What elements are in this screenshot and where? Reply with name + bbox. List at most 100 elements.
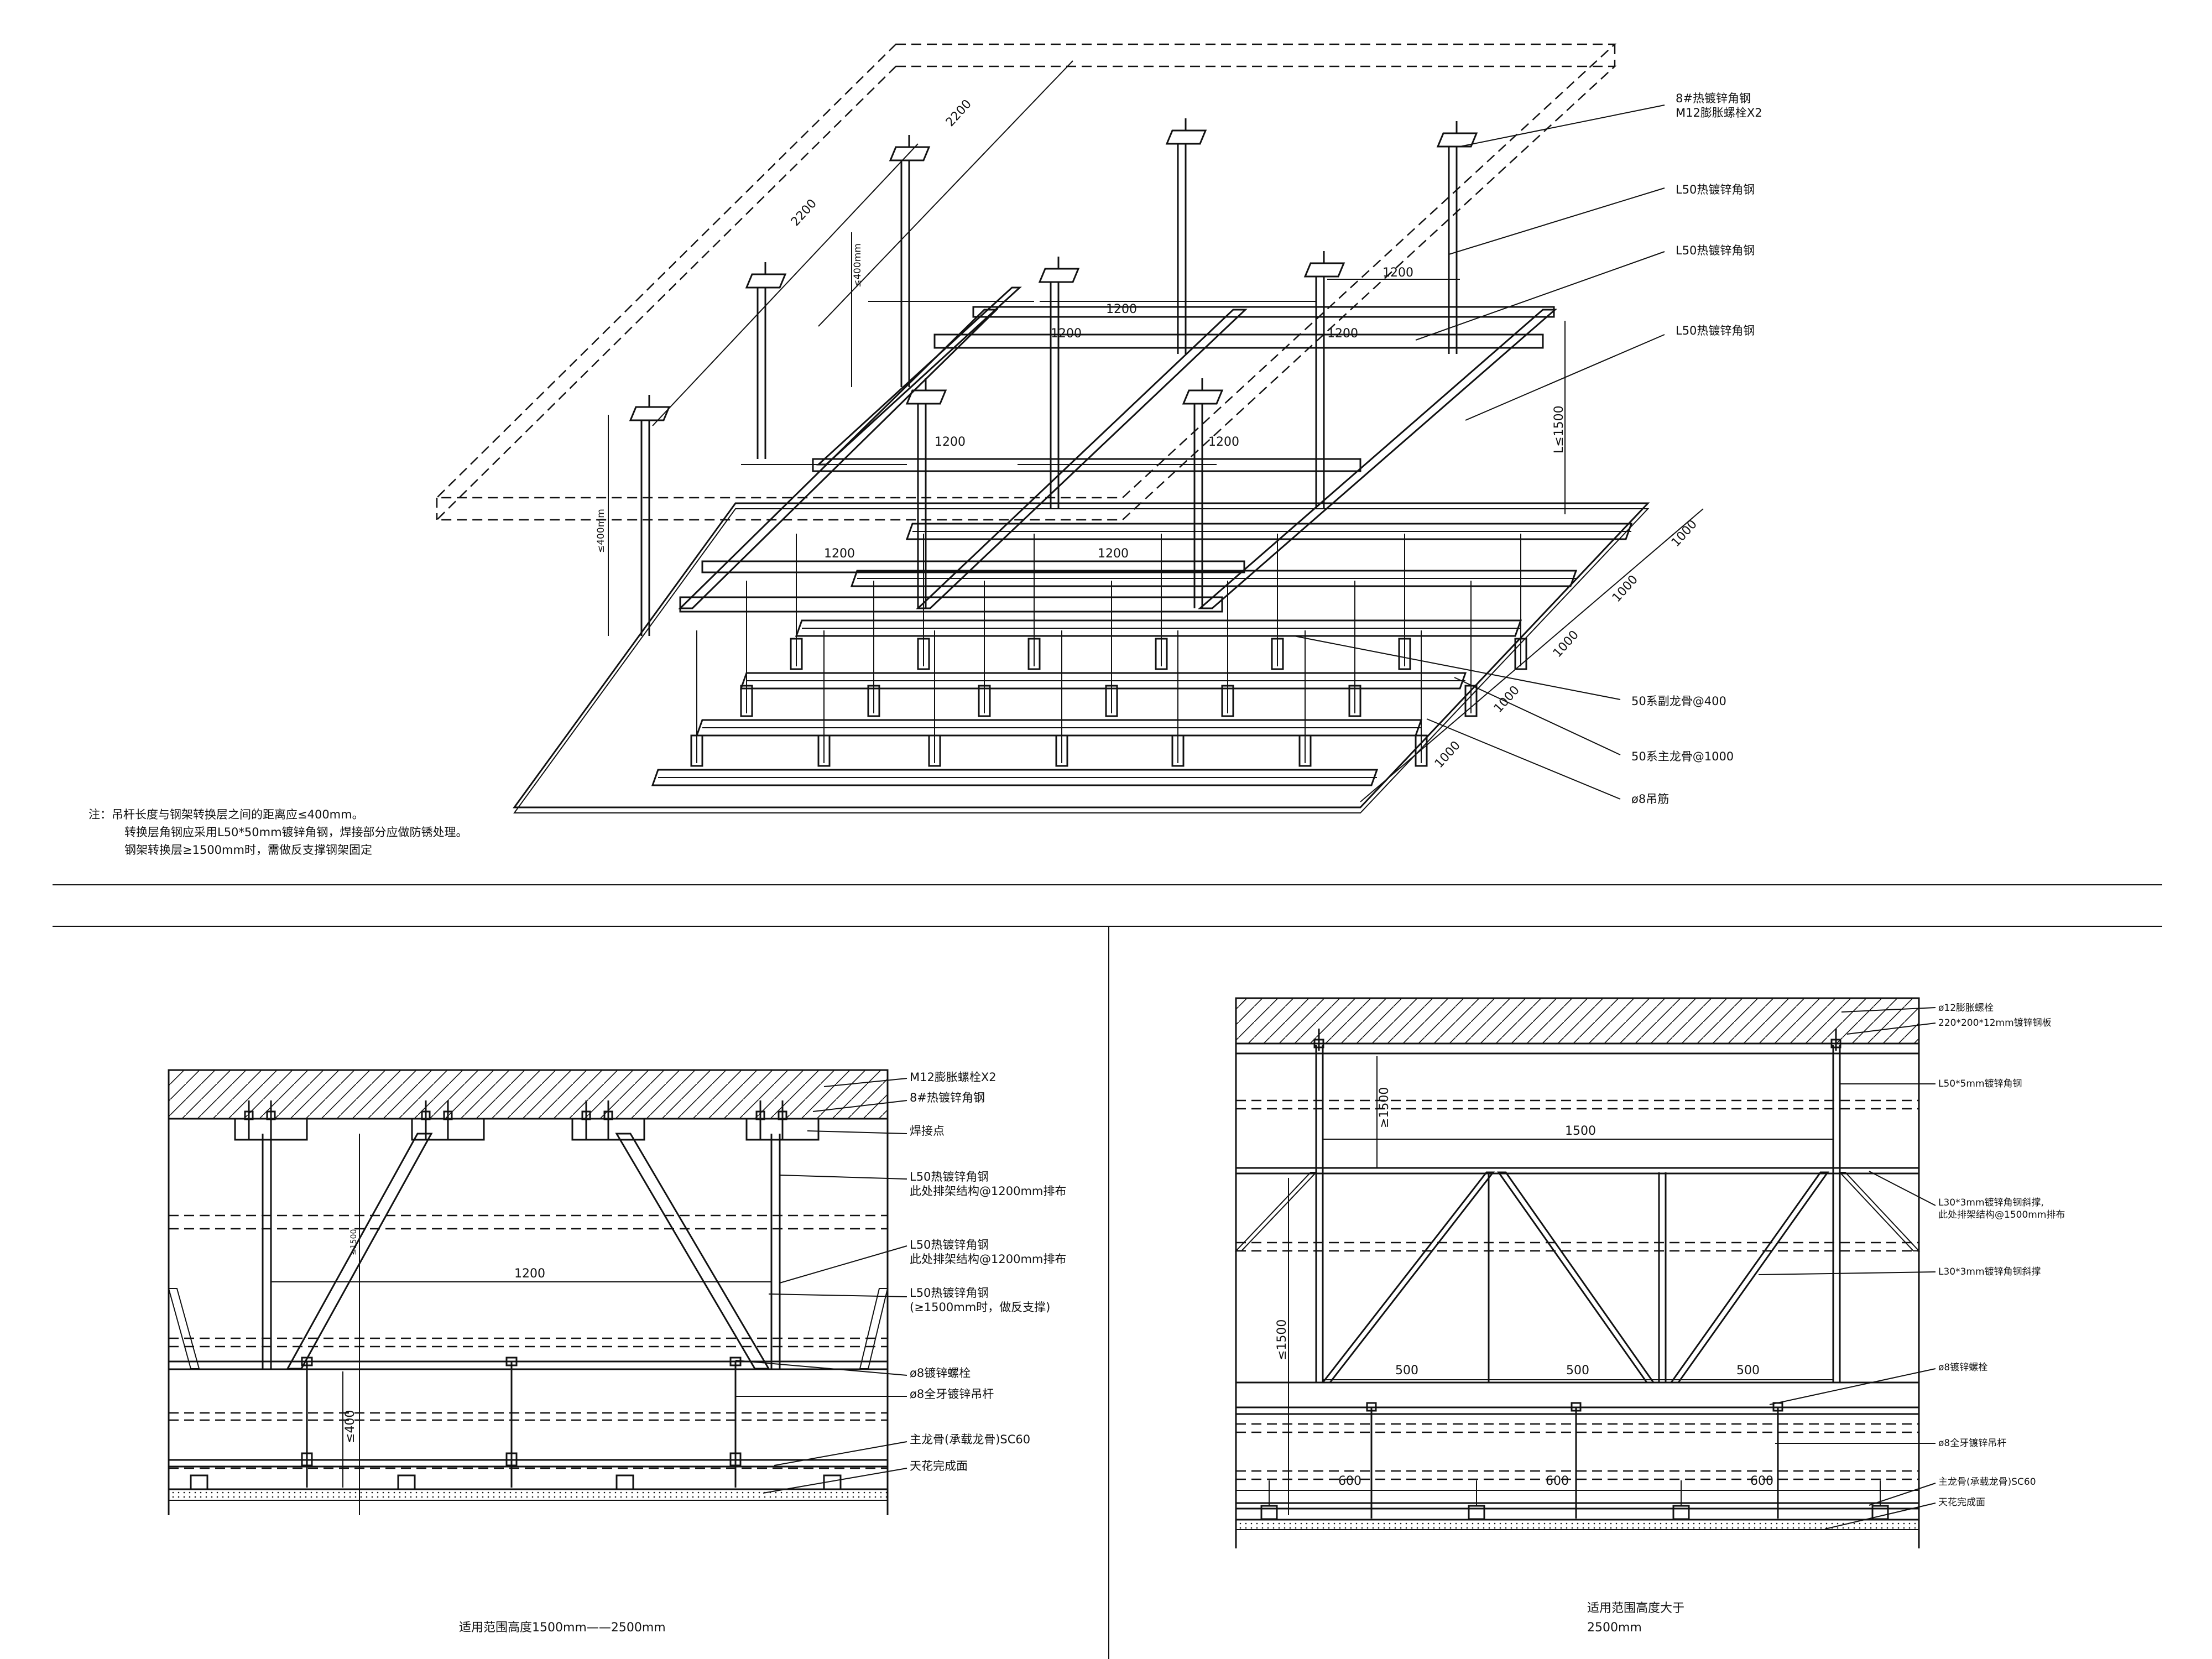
label-main-channel: 50系主龙骨@1000 bbox=[1631, 750, 1734, 763]
label-expansion-bolt: ø12膨胀螺栓 bbox=[1938, 1003, 1994, 1014]
anchor-bolts bbox=[1313, 1029, 1841, 1051]
dim-1200: 1200 bbox=[1106, 302, 1137, 316]
dim-1500: 1500 bbox=[1565, 1124, 1596, 1138]
angle-plate bbox=[1182, 389, 1224, 405]
dim-1500: ≤1500 bbox=[1275, 1319, 1289, 1360]
caption-right-line1: 适用范围高度大于 bbox=[1587, 1601, 1684, 1615]
dim-2200-b: 2200 bbox=[943, 97, 974, 129]
steel-frames bbox=[629, 118, 1558, 636]
dim-1200: 1200 bbox=[1327, 327, 1358, 341]
angle-plate bbox=[889, 146, 931, 161]
label-l50-reverse: L50热镀锌角钢(≥1500mm时，做反支撑) bbox=[910, 1286, 1050, 1314]
iso-dimensions bbox=[608, 60, 1704, 802]
section-right: 1500 ≥1500 ≤1500 500 500 500 600 600 600… bbox=[1234, 997, 2065, 1635]
diagonal-beam bbox=[1197, 309, 1558, 609]
label-threaded-rod: ø8全牙镀锌吊杆 bbox=[1938, 1438, 2006, 1449]
angle-plate bbox=[745, 273, 787, 289]
dim-1200: 1200 bbox=[514, 1267, 545, 1281]
note-line-2: 转换层角钢应采用L50*50mm镀锌角钢，焊接部分应做防锈处理。 bbox=[124, 826, 468, 839]
label-expansion-bolt: M12膨胀螺栓X2 bbox=[910, 1071, 997, 1084]
dim-500: 500 bbox=[1395, 1364, 1418, 1378]
angle-beam bbox=[933, 333, 1544, 349]
dim-total: ≤1500 bbox=[349, 1229, 358, 1255]
label-secondary-channel: 50系副龙骨@400 bbox=[1631, 695, 1726, 708]
label-weld-point: 焊接点 bbox=[910, 1124, 945, 1138]
section-left: 1200 ≤400 ≤1500 M12膨胀螺栓X2 8#热镀锌角钢 焊接点 L5… bbox=[168, 1069, 1066, 1635]
dim-400: ≤400 bbox=[343, 1410, 357, 1443]
dim-1500: ≥1500 bbox=[1378, 1087, 1391, 1128]
dim-1200: 1200 bbox=[1383, 266, 1413, 280]
dim-vertical: ≤400mm bbox=[596, 509, 607, 553]
dim-500: 500 bbox=[1736, 1364, 1760, 1378]
concrete-slab bbox=[168, 1069, 889, 1120]
slab-outline bbox=[435, 43, 1617, 521]
main-channel bbox=[651, 769, 1379, 786]
label-l50-angle-steel: L50热镀锌角钢 bbox=[1676, 324, 1755, 337]
hanger-rods bbox=[190, 1357, 842, 1490]
dim-500: 500 bbox=[1566, 1364, 1589, 1378]
angle-plate bbox=[1303, 262, 1345, 278]
angle-plate bbox=[905, 389, 947, 405]
dim-1000: 1000 bbox=[1432, 739, 1463, 771]
dim-vertical: ≤400mm bbox=[852, 243, 863, 288]
left-leaders bbox=[735, 1078, 907, 1494]
angle-beam bbox=[701, 560, 1245, 573]
label-ceiling-finish: 天花完成面 bbox=[1938, 1497, 1985, 1508]
dim-1200: 1200 bbox=[1098, 547, 1129, 561]
hanger-rods bbox=[1260, 1402, 1889, 1520]
label-brace: L30*3mm镀锌角钢斜撑 bbox=[1938, 1266, 2041, 1277]
label-l50-angle-steel: L50热镀锌角钢 bbox=[1676, 244, 1755, 257]
label-angle-steel: 8#热镀锌角钢 bbox=[910, 1091, 985, 1104]
isometric-view: 2200 2200 1200 1200 1200 1200 1200 1200 … bbox=[88, 43, 1762, 857]
dim-l1500: L≤1500 bbox=[1552, 405, 1566, 453]
ceiling-finish bbox=[168, 1489, 888, 1501]
label-main-channel: 主龙骨(承载龙骨)SC60 bbox=[1938, 1477, 2036, 1488]
dim-1200: 1200 bbox=[935, 435, 966, 449]
dim-1200: 1200 bbox=[1208, 435, 1239, 449]
channel-clip bbox=[615, 1474, 634, 1490]
ceiling-board bbox=[513, 502, 1650, 813]
label-hanger: ø8吊筋 bbox=[1631, 792, 1669, 806]
label-ceiling-finish: 天花完成面 bbox=[910, 1459, 968, 1473]
label-angle-steel: L50*5mm镀锌角钢 bbox=[1938, 1078, 2022, 1089]
concrete-slab bbox=[1235, 997, 1920, 1045]
iso-leaders bbox=[1293, 105, 1665, 800]
angle-plates bbox=[234, 1100, 820, 1141]
dim-1000: 1000 bbox=[1610, 573, 1641, 605]
dim-2200-a: 2200 bbox=[789, 197, 820, 229]
label-main-channel: 主龙骨(承载龙骨)SC60 bbox=[910, 1433, 1030, 1446]
angle-beam bbox=[679, 596, 1223, 613]
dim-1200: 1200 bbox=[1051, 327, 1082, 341]
main-channel bbox=[850, 570, 1578, 587]
hanger-rods bbox=[690, 534, 1527, 767]
dim-1000: 1000 bbox=[1551, 628, 1582, 660]
label-steel-plate: 220*200*12mm镀锌钢板 bbox=[1938, 1018, 2052, 1029]
dim-600: 600 bbox=[1546, 1474, 1569, 1488]
channel-clip bbox=[397, 1474, 416, 1490]
channel-clip bbox=[190, 1474, 208, 1490]
angle-plate bbox=[1165, 129, 1207, 145]
angle-beam bbox=[972, 306, 1555, 318]
label-threaded-rod: ø8全牙镀锌吊杆 bbox=[910, 1387, 994, 1401]
label-brace-rack: L30*3mm镀锌角钢斜撑,此处排架结构@1500mm排布 bbox=[1938, 1197, 2065, 1220]
main-channels bbox=[651, 523, 1633, 786]
main-channel bbox=[905, 523, 1633, 540]
caption-right-line2: 2500mm bbox=[1587, 1621, 1642, 1635]
angle-plate bbox=[1038, 268, 1080, 283]
diagonal-beam bbox=[816, 286, 1022, 466]
dim-1200: 1200 bbox=[824, 547, 855, 561]
right-leaders bbox=[1758, 1007, 1936, 1530]
main-channel bbox=[739, 672, 1467, 690]
note-line-1: 注：吊杆长度与钢架转换层之间的距离应≤400mm。 bbox=[88, 808, 364, 821]
angle-plate bbox=[629, 406, 671, 421]
dim-1000: 1000 bbox=[1491, 684, 1522, 716]
ceiling-finish bbox=[1235, 1519, 1919, 1530]
label-l50-rack: L50热镀锌角钢此处排架结构@1200mm排布 bbox=[910, 1170, 1066, 1198]
caption-left: 适用范围高度1500mm——2500mm bbox=[459, 1621, 666, 1635]
label-bolt: ø8镀锌螺栓 bbox=[910, 1366, 971, 1380]
label-l50-rack: L50热镀锌角钢此处排架结构@1200mm排布 bbox=[910, 1238, 1066, 1266]
dim-600: 600 bbox=[1338, 1474, 1361, 1488]
note-line-3: 钢架转换层≥1500mm时，需做反支撑钢架固定 bbox=[124, 843, 372, 857]
